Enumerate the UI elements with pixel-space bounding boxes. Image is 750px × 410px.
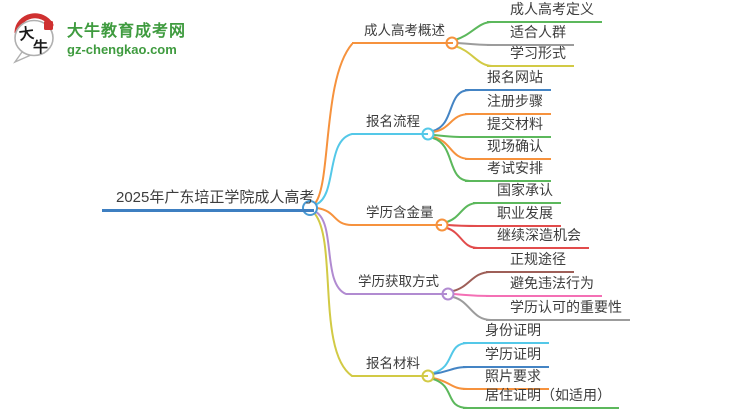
branch-node-process: 报名流程 [352, 113, 428, 135]
leaf-node-submit: 提交材料 [465, 116, 551, 138]
leaf-node-legit-channel: 正规途径 [486, 251, 574, 273]
connector-root-overview [315, 43, 353, 203]
leaf-node-recognition: 学历认可的重要性 [486, 299, 630, 321]
connector-materials-id [432, 342, 469, 374]
leaf-node-state-recognized: 国家承认 [473, 182, 561, 204]
site-name: 大牛教育成考网 [67, 23, 187, 40]
leaf-node-onsite-confirm: 现场确认 [465, 138, 551, 160]
connector-root-process [316, 133, 353, 205]
leaf-node-career: 职业发展 [473, 205, 561, 227]
leaf-node-avoid-illegal: 避免违法行为 [486, 275, 602, 297]
branch-node-method: 学历获取方式 [346, 273, 447, 295]
svg-text:牛: 牛 [33, 38, 48, 56]
leaf-node-id-proof: 身份证明 [463, 322, 549, 344]
leaf-node-audience: 适合人群 [487, 24, 574, 46]
branch-node-value: 学历含金量 [352, 204, 442, 226]
connector-root-materials [314, 213, 353, 377]
branch-node-materials: 报名材料 [352, 355, 428, 377]
site-url: gz-chengkao.com [67, 42, 177, 57]
root-node: 2025年广东培正学院成人高考 [102, 188, 315, 212]
connector-process-website [432, 89, 471, 132]
svg-text:大: 大 [18, 24, 35, 44]
leaf-node-education-proof: 学历证明 [463, 346, 549, 368]
site-logo[interactable]: 大 牛 大牛教育成考网 gz-chengkao.com [12, 10, 186, 64]
logo-bull-bubble-icon: 大 牛 [12, 13, 54, 64]
leaf-node-residence-proof: 居住证明（如适用） [463, 387, 619, 409]
leaf-node-register-steps: 注册步骤 [465, 93, 551, 115]
leaf-node-further-study: 继续深造机会 [473, 227, 589, 249]
connector-process-exam [432, 137, 471, 182]
connector-root-value [316, 207, 353, 226]
leaf-node-studyform: 学习形式 [487, 45, 574, 67]
leaf-node-website: 报名网站 [465, 69, 551, 91]
branch-node-overview: 成人高考概述 [352, 22, 453, 44]
logo-text: 大牛教育成考网 gz-chengkao.com [67, 17, 186, 57]
leaf-node-photo-req: 照片要求 [463, 368, 549, 390]
connector-root-method [315, 211, 347, 295]
leaf-node-exam-schedule: 考试安排 [465, 160, 551, 182]
connector-materials-residence [432, 378, 469, 409]
leaf-node-definition: 成人高考定义 [487, 1, 602, 23]
